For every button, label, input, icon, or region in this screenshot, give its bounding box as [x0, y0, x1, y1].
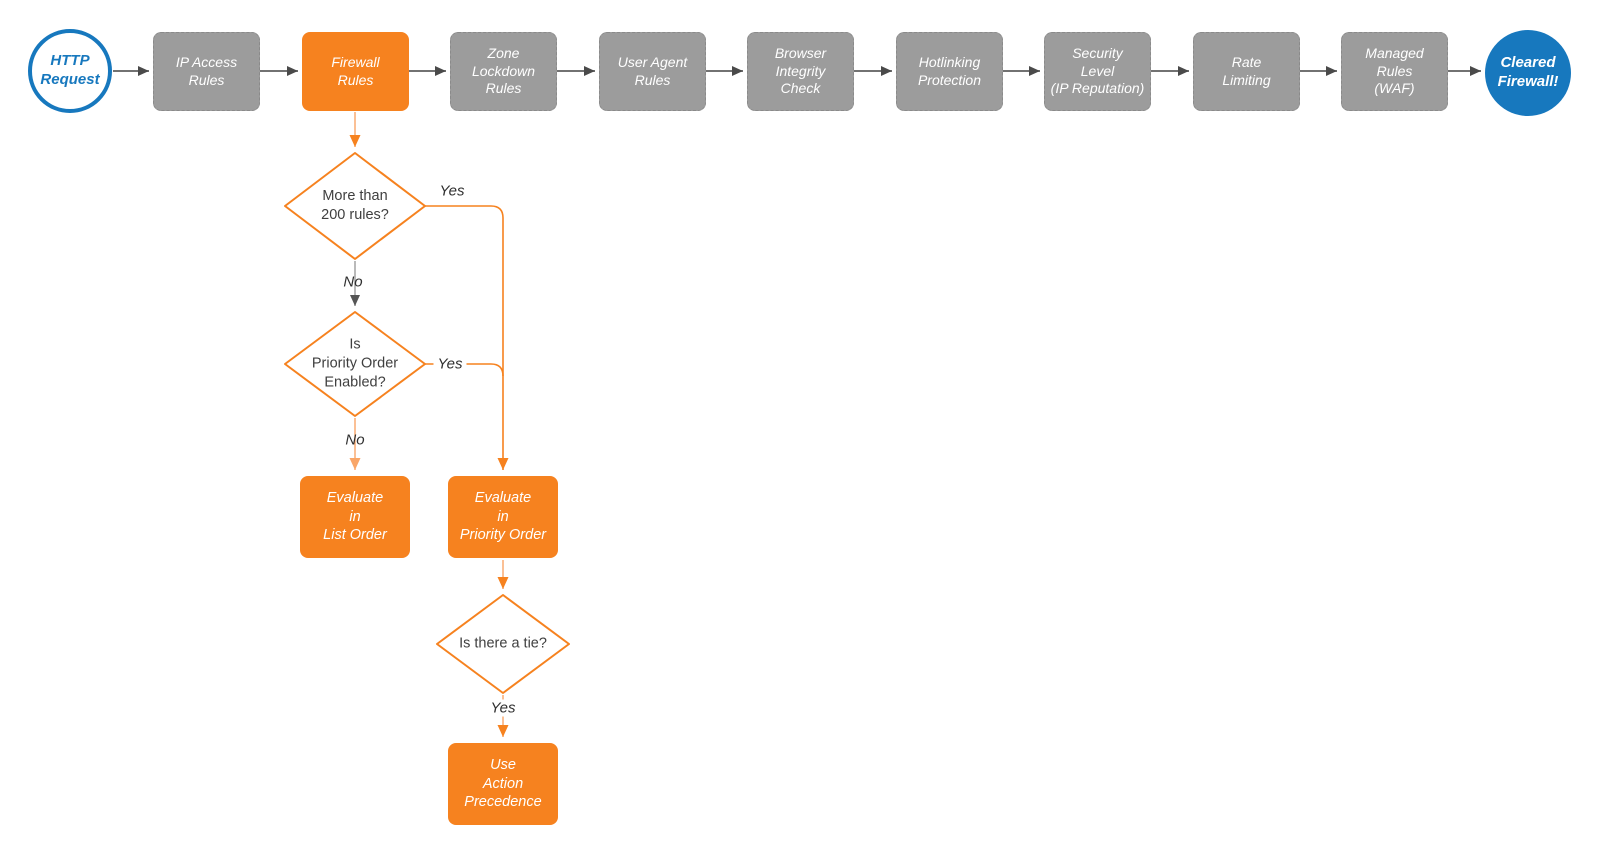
end-node-label: Cleared Firewall!	[1497, 54, 1559, 90]
pipeline-box-security-level: Security Level (IP Reputation)	[1044, 32, 1151, 111]
start-node-label: HTTP Request	[40, 52, 100, 88]
action-box-use-action-precedence: Use Action Precedence	[448, 743, 558, 825]
edge-label-no-more-than-200: No	[343, 273, 363, 291]
decision-diamond-is-there-a-tie	[436, 594, 570, 694]
pipeline-box-label: IP Access Rules	[175, 53, 238, 88]
decision-label-is-there-a-tie: Is there a tie?	[459, 635, 547, 652]
pipeline-box-rate-limiting: Rate Limiting	[1193, 32, 1300, 111]
pipeline-box-managed-rules-waf: Managed Rules (WAF)	[1341, 32, 1448, 111]
edge-label-yes-priority-enabled: Yes	[433, 355, 467, 373]
action-box-label: Use Action Precedence	[464, 756, 542, 811]
connector-decision-1-yes	[425, 205, 509, 470]
action-box-evaluate-priority-order: Evaluate in Priority Order	[448, 476, 558, 558]
pipeline-box-label: Zone Lockdown Rules	[471, 44, 536, 97]
pipeline-box-zone-lockdown-rules: Zone Lockdown Rules	[450, 32, 557, 111]
pipeline-box-user-agent-rules: User Agent Rules	[599, 32, 706, 111]
pipeline-box-label: User Agent Rules	[617, 53, 688, 88]
pipeline-box-label: Managed Rules (WAF)	[1365, 44, 1424, 97]
action-box-label: Evaluate in List Order	[323, 489, 387, 544]
edge-label-no-priority-enabled: No	[345, 431, 365, 449]
pipeline-box-firewall-rules: Firewall Rules	[302, 32, 409, 111]
edge-label-yes-more-than-200: Yes	[439, 182, 465, 200]
pipeline-box-browser-integrity-check: Browser Integrity Check	[747, 32, 854, 111]
end-node-cleared-firewall: Cleared Firewall!	[1485, 30, 1571, 116]
decision-diamond-priority-order-enabled	[284, 311, 426, 417]
pipeline-box-label: Browser Integrity Check	[774, 44, 827, 97]
action-box-evaluate-list-order: Evaluate in List Order	[300, 476, 410, 558]
decision-label-priority-order-enabled: Is Priority Order Enabled?	[311, 336, 399, 391]
decision-diamond-more-than-200-rules	[284, 152, 426, 260]
action-box-label: Evaluate in Priority Order	[459, 489, 547, 544]
start-node-http-request: HTTP Request	[28, 29, 112, 113]
pipeline-box-label: Rate Limiting	[1222, 53, 1271, 88]
pipeline-box-label: Hotlinking Protection	[917, 53, 982, 88]
pipeline-box-label: Security Level (IP Reputation)	[1050, 44, 1145, 97]
pipeline-box-hotlinking-protection: Hotlinking Protection	[896, 32, 1003, 111]
connector-decision-2-yes	[425, 363, 504, 377]
pipeline-box-ip-access-rules: IP Access Rules	[153, 32, 260, 111]
decision-label-more-than-200-rules: More than 200 rules?	[321, 188, 389, 223]
pipeline-box-label: Firewall Rules	[331, 53, 380, 88]
edge-label-yes-tie: Yes	[486, 699, 520, 717]
